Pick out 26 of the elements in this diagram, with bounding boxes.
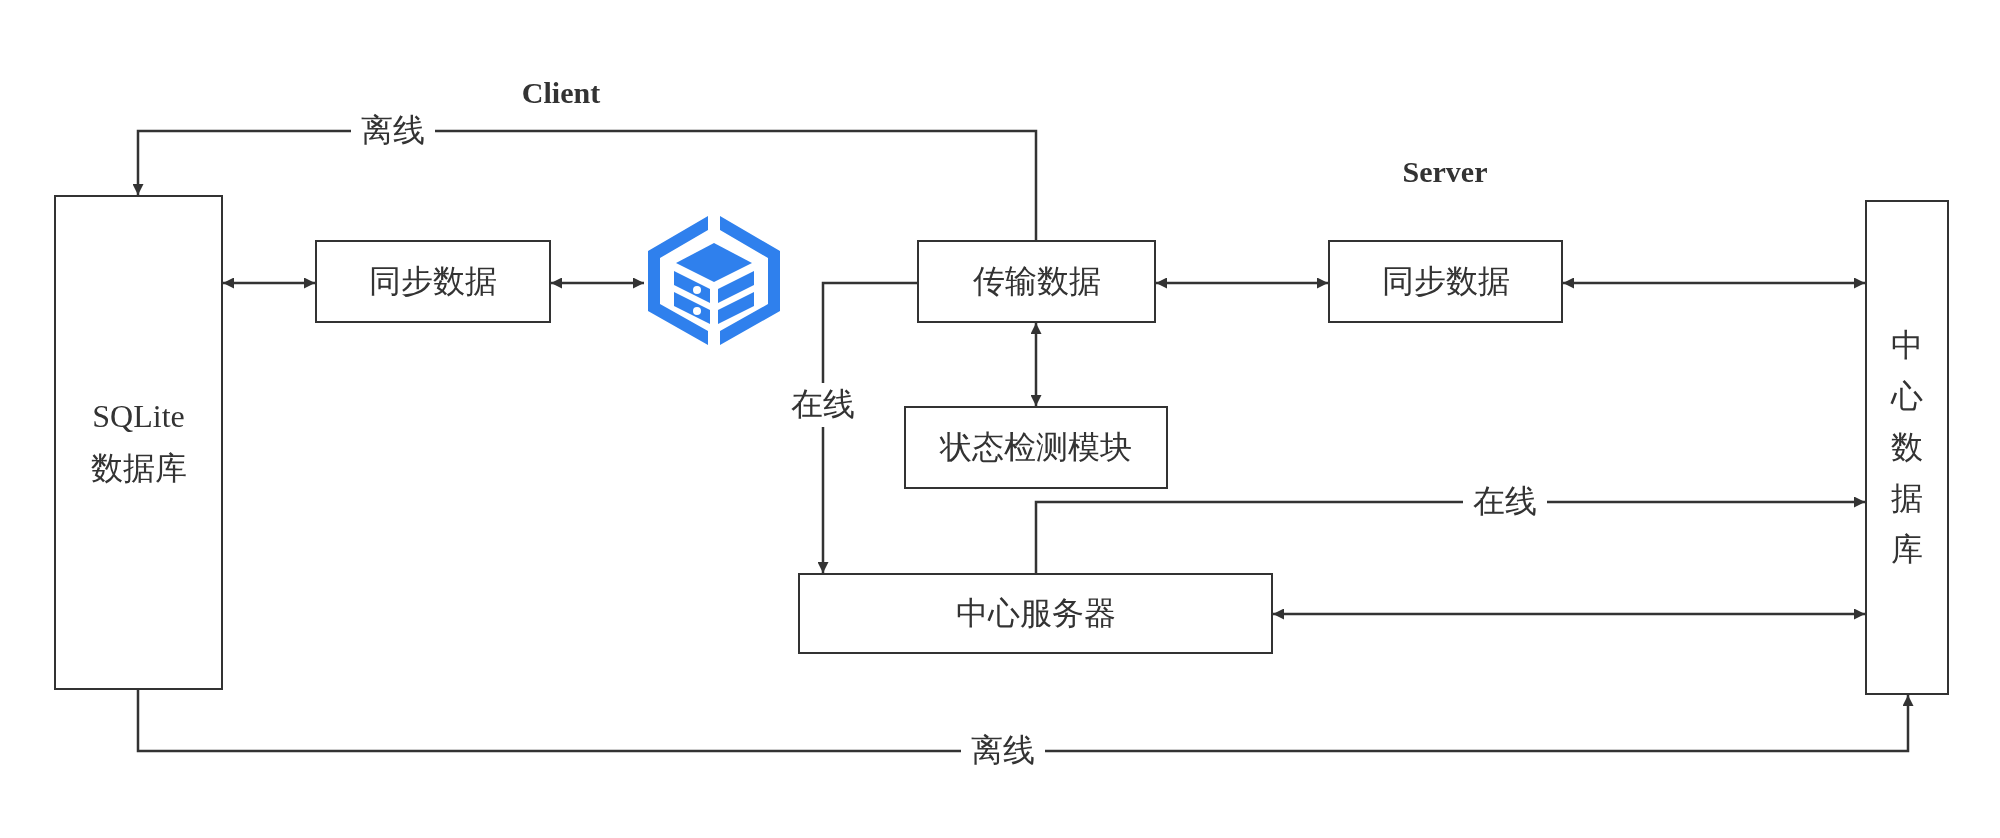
connector-arrow — [1273, 608, 1865, 620]
database-box — [54, 195, 223, 690]
connector-arrow — [551, 277, 644, 289]
box-label: 传输数据 — [972, 260, 1101, 302]
process-box — [315, 240, 551, 323]
connector-arrow — [1030, 323, 1042, 406]
process-box — [1328, 240, 1563, 323]
section-title: Client — [521, 76, 601, 110]
module-box — [904, 406, 1168, 489]
database-box — [1865, 200, 1949, 695]
connector-arrow — [817, 281, 917, 573]
server-box — [798, 573, 1273, 654]
connector-arrow — [1034, 496, 1865, 573]
connector-arrow — [1563, 277, 1865, 289]
box-label: 中心数据库 — [1890, 324, 1924, 571]
connector-arrow — [132, 129, 1038, 240]
box-label: SQLite 数据库 — [89, 397, 188, 488]
box-label: 同步数据 — [1381, 260, 1510, 302]
box-label: 中心服务器 — [955, 592, 1116, 634]
box-label: 状态检测模块 — [940, 426, 1132, 468]
connector-arrow — [223, 277, 315, 289]
box-label: 同步数据 — [369, 260, 497, 302]
connector-arrow — [136, 690, 1914, 753]
section-title: Server — [1402, 155, 1488, 189]
connector-arrow — [1156, 277, 1328, 289]
process-box — [917, 240, 1156, 323]
